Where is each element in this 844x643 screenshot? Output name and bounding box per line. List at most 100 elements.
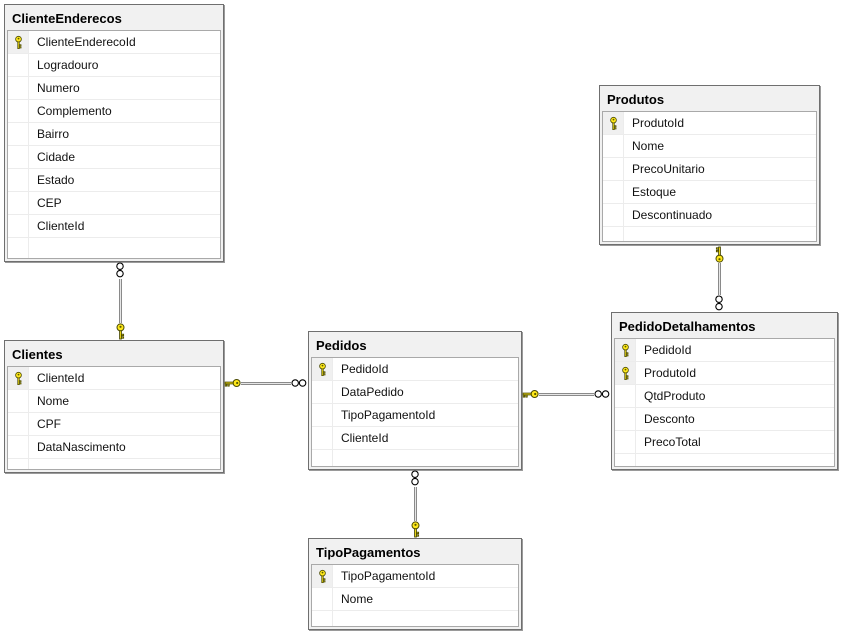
empty-column-row[interactable] bbox=[615, 454, 834, 466]
column-icon-cell bbox=[8, 390, 29, 412]
column-icon-cell bbox=[312, 588, 333, 610]
primary-key-icon bbox=[603, 112, 624, 134]
column-name: TipoPagamentoId bbox=[341, 569, 436, 583]
empty-column-row[interactable] bbox=[8, 459, 220, 469]
primary-key-icon bbox=[8, 31, 29, 53]
column-row-nome[interactable]: Nome bbox=[312, 588, 518, 611]
primary-key-icon bbox=[312, 565, 333, 587]
one-side-key-icon bbox=[410, 521, 421, 538]
column-row-bairro[interactable]: Bairro bbox=[8, 123, 220, 146]
table-title[interactable]: ClienteEnderecos bbox=[12, 11, 122, 26]
column-icon-cell bbox=[312, 450, 333, 466]
column-name: Cidade bbox=[37, 150, 76, 164]
column-icon-cell bbox=[615, 454, 636, 466]
column-row-clienteenderecoid[interactable]: ClienteEnderecoId bbox=[8, 31, 220, 54]
column-row-produtoid[interactable]: ProdutoId bbox=[603, 112, 816, 135]
column-name: Complemento bbox=[37, 104, 112, 118]
column-row-cep[interactable]: CEP bbox=[8, 192, 220, 215]
column-row-descontinuado[interactable]: Descontinuado bbox=[603, 204, 816, 227]
column-name: Desconto bbox=[644, 412, 695, 426]
column-row-cidade[interactable]: Cidade bbox=[8, 146, 220, 169]
column-icon-cell bbox=[603, 158, 624, 180]
column-row-clienteid[interactable]: ClienteId bbox=[8, 215, 220, 238]
table-title[interactable]: TipoPagamentos bbox=[316, 545, 421, 560]
table-title[interactable]: PedidoDetalhamentos bbox=[619, 319, 756, 334]
empty-column-row[interactable] bbox=[603, 227, 816, 241]
column-icon-cell bbox=[312, 427, 333, 449]
column-name: Descontinuado bbox=[632, 208, 713, 222]
table-title[interactable]: Clientes bbox=[12, 347, 63, 362]
column-icon-cell bbox=[615, 431, 636, 453]
relationship-pedidos-pedidodetalhamentos[interactable] bbox=[522, 384, 611, 404]
column-row-estoque[interactable]: Estoque bbox=[603, 181, 816, 204]
column-row-qtdproduto[interactable]: QtdProduto bbox=[615, 385, 834, 408]
relationship-line[interactable] bbox=[413, 487, 417, 521]
column-row-nome[interactable]: Nome bbox=[603, 135, 816, 158]
column-row-estado[interactable]: Estado bbox=[8, 169, 220, 192]
column-icon-cell bbox=[8, 238, 29, 258]
column-row-clienteid[interactable]: ClienteId bbox=[312, 427, 518, 450]
column-row-produtoid[interactable]: ProdutoId bbox=[615, 362, 834, 385]
relationship-produtos-pedidodetalhamentos[interactable] bbox=[709, 246, 729, 312]
many-side-infinity-icon bbox=[714, 295, 724, 312]
empty-column-row[interactable] bbox=[312, 450, 518, 466]
column-row-tipopagamentoid[interactable]: TipoPagamentoId bbox=[312, 565, 518, 588]
column-row-clienteid[interactable]: ClienteId bbox=[8, 367, 220, 390]
relationship-tipopagamentos-pedidos[interactable] bbox=[405, 470, 425, 538]
empty-column-row[interactable] bbox=[8, 238, 220, 258]
column-name: ClienteEnderecoId bbox=[37, 35, 136, 49]
column-name: TipoPagamentoId bbox=[341, 408, 436, 422]
column-name: PrecoTotal bbox=[644, 435, 701, 449]
column-row-cpf[interactable]: CPF bbox=[8, 413, 220, 436]
many-side-infinity-icon bbox=[291, 378, 308, 388]
relationship-clientes-pedidos[interactable] bbox=[224, 373, 308, 393]
relationship-line[interactable] bbox=[241, 381, 291, 385]
column-row-datapedido[interactable]: DataPedido bbox=[312, 381, 518, 404]
table-title[interactable]: Produtos bbox=[607, 92, 665, 107]
column-row-desconto[interactable]: Desconto bbox=[615, 408, 834, 431]
column-row-pedidoid[interactable]: PedidoId bbox=[312, 358, 518, 381]
column-row-precototal[interactable]: PrecoTotal bbox=[615, 431, 834, 454]
primary-key-icon bbox=[312, 358, 333, 380]
column-name: PedidoId bbox=[644, 343, 692, 357]
relationship-line[interactable] bbox=[717, 263, 721, 295]
column-row-complemento[interactable]: Complemento bbox=[8, 100, 220, 123]
column-name: Bairro bbox=[37, 127, 70, 141]
column-name: ProdutoId bbox=[632, 116, 685, 130]
column-name: Nome bbox=[632, 139, 665, 153]
column-icon-cell bbox=[603, 227, 624, 241]
column-name: Nome bbox=[37, 394, 70, 408]
relationship-clientes-clienteenderecos[interactable] bbox=[110, 262, 130, 340]
relationship-line[interactable] bbox=[539, 392, 594, 396]
column-name: Numero bbox=[37, 81, 80, 95]
column-name: Nome bbox=[341, 592, 374, 606]
column-row-numero[interactable]: Numero bbox=[8, 77, 220, 100]
column-icon-cell bbox=[8, 169, 29, 191]
column-row-pedidoid[interactable]: PedidoId bbox=[615, 339, 834, 362]
empty-column-row[interactable] bbox=[312, 611, 518, 626]
table-title[interactable]: Pedidos bbox=[316, 338, 367, 353]
column-row-logradouro[interactable]: Logradouro bbox=[8, 54, 220, 77]
column-name: Logradouro bbox=[37, 58, 99, 72]
column-row-nome[interactable]: Nome bbox=[8, 390, 220, 413]
relationship-line[interactable] bbox=[118, 279, 122, 323]
many-side-infinity-icon bbox=[594, 389, 611, 399]
column-icon-cell bbox=[8, 123, 29, 145]
column-name: PedidoId bbox=[341, 362, 389, 376]
column-icon-cell bbox=[8, 436, 29, 458]
column-row-precounitario[interactable]: PrecoUnitario bbox=[603, 158, 816, 181]
column-row-tipopagamentoid[interactable]: TipoPagamentoId bbox=[312, 404, 518, 427]
column-name: ClienteId bbox=[37, 371, 85, 385]
column-row-datanascimento[interactable]: DataNascimento bbox=[8, 436, 220, 459]
